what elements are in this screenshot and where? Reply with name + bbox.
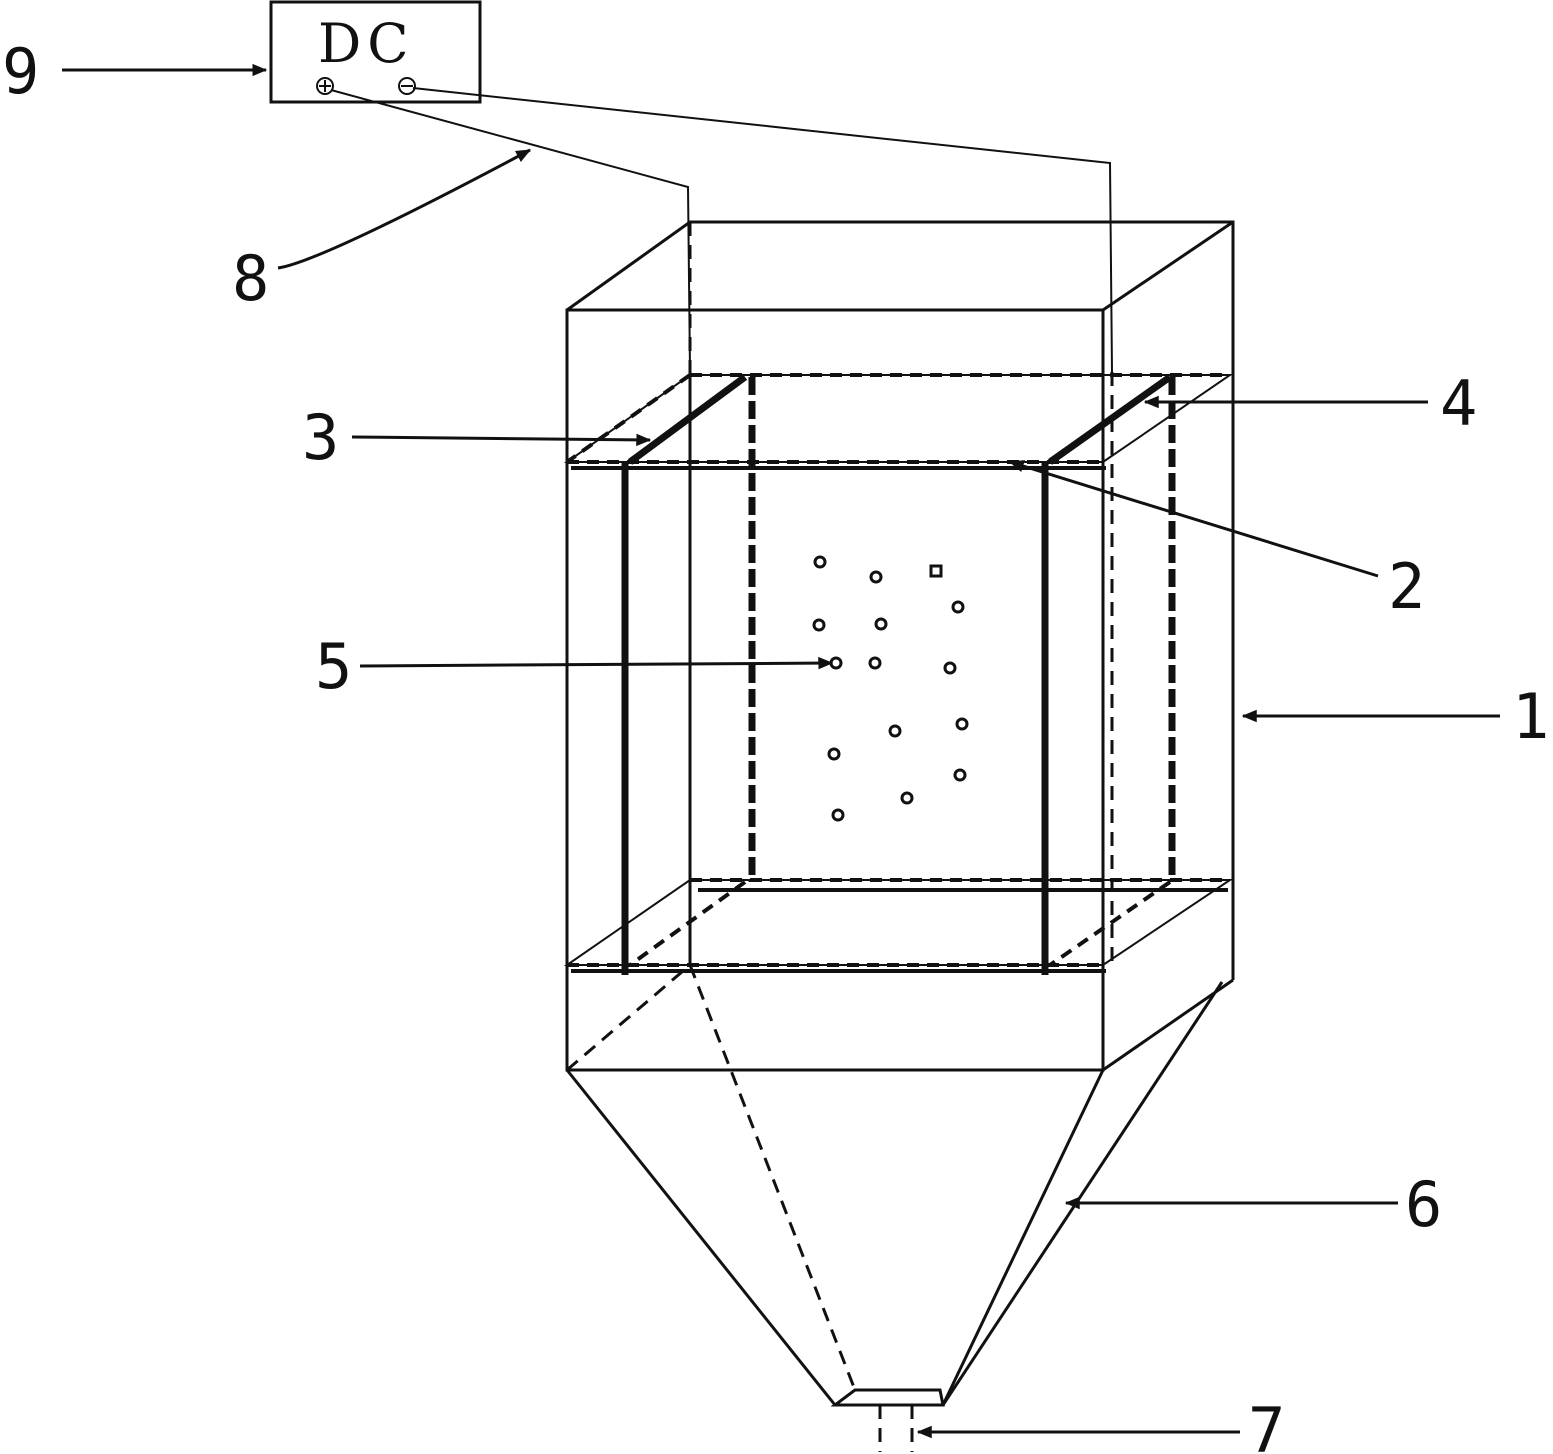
leader-8 (277, 148, 532, 270)
outer-housing (565, 220, 1235, 1072)
particles (812, 555, 969, 822)
leader-lines (62, 63, 1500, 1439)
negative-terminal-icon (398, 77, 416, 95)
particle (827, 747, 841, 761)
callout-1: 1 (1512, 680, 1549, 753)
particle (943, 661, 957, 675)
particle (831, 808, 845, 822)
callout-5: 5 (315, 630, 352, 703)
hopper-outlet-rim (830, 1388, 945, 1407)
callout-labels: 9 8 3 4 2 5 1 6 7 (2, 35, 1549, 1454)
particle (953, 768, 967, 782)
callout-2: 2 (1388, 550, 1425, 623)
leader-2 (1008, 460, 1379, 578)
callout-4: 4 (1440, 367, 1477, 440)
particle (955, 717, 969, 731)
callout-3: 3 (302, 401, 339, 474)
particle (868, 656, 882, 670)
electrode-frame (563, 373, 1234, 975)
callout-6: 6 (1405, 1168, 1442, 1241)
particle (951, 600, 965, 614)
positive-wire (330, 89, 691, 371)
leader-5 (359, 656, 834, 670)
top-diagonal-left (627, 374, 748, 465)
callout-9: 9 (2, 35, 39, 108)
particle (829, 656, 843, 670)
particle (869, 570, 883, 584)
leader-3 (351, 433, 652, 447)
power-wires (330, 87, 1114, 965)
top-diagonal-right (1047, 374, 1173, 465)
particle (813, 555, 827, 569)
particle (929, 564, 943, 578)
collection-hopper (565, 964, 1224, 1452)
callout-8: 8 (232, 242, 269, 315)
dc-power-supply: DC (269, 0, 482, 104)
particle (888, 724, 902, 738)
negative-wire (412, 87, 1113, 373)
callout-7: 7 (1248, 1394, 1285, 1454)
particle (812, 618, 826, 632)
positive-terminal-icon (316, 77, 334, 95)
power-supply-label: DC (318, 12, 415, 75)
particle (874, 617, 888, 631)
particle (900, 791, 914, 805)
